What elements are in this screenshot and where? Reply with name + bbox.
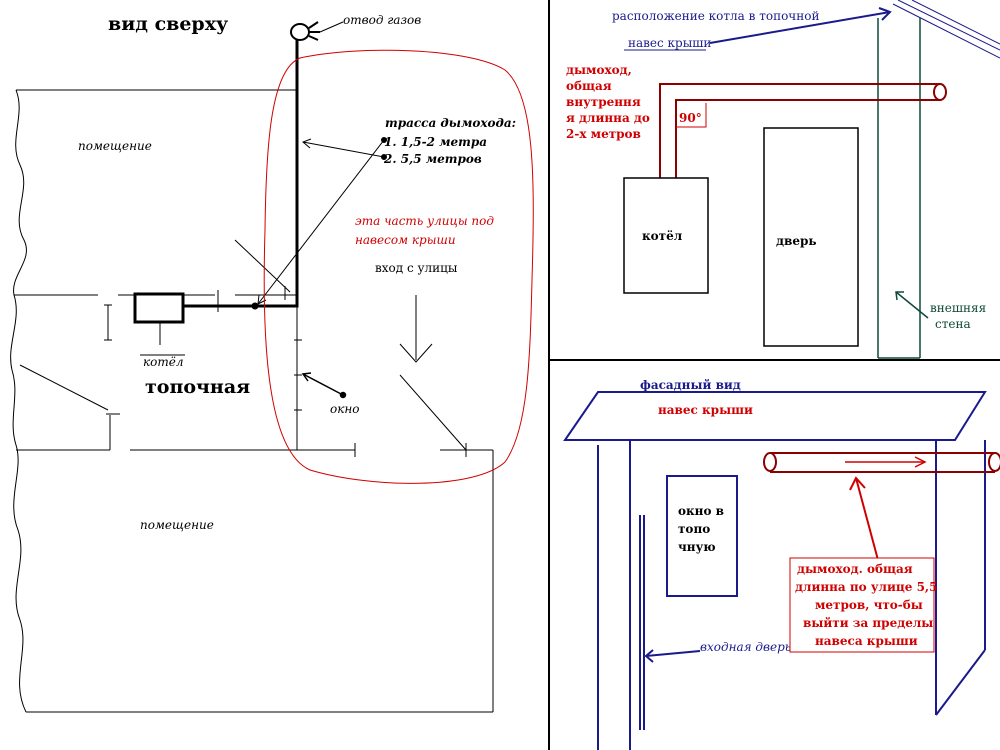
section-boiler-label: котёл xyxy=(642,229,683,243)
facade-note-line-5: навеса крыши xyxy=(815,634,918,648)
chimney-note-line-2: общая xyxy=(566,79,612,93)
wavy-boundary xyxy=(10,89,27,713)
facade-title: фасадный вид xyxy=(640,378,741,392)
boiler-room-walls xyxy=(16,295,302,451)
entry-door-label: входная дверь xyxy=(700,640,791,654)
facade-note-line-2: длинна по улице 5,5 xyxy=(795,580,937,594)
outer-wall xyxy=(877,18,921,359)
top-view-panel: вид сверху xyxy=(10,13,534,713)
upper-room-walls xyxy=(14,89,297,296)
route-title: трасса дымохода: xyxy=(385,116,516,130)
top-view-title: вид сверху xyxy=(108,13,228,35)
flow-arrow xyxy=(845,456,927,468)
facade-note-line-1: дымоход. общая xyxy=(797,562,913,576)
boiler-label: котёл xyxy=(143,355,184,369)
section-chimney-pipe xyxy=(659,83,947,178)
roof-pointer-arrow xyxy=(709,7,892,44)
gas-outlet-icon xyxy=(290,21,344,41)
facade-note-line-3: метров, что-бы xyxy=(815,598,923,612)
chimney-note-pointer xyxy=(849,476,879,561)
roof-covered-zone xyxy=(263,49,534,484)
outer-wall-label-2: стена xyxy=(935,317,971,331)
gas-outlet-label: отвод газов xyxy=(343,13,421,27)
chimney-route xyxy=(183,40,299,312)
section-roof-label: навес крыши xyxy=(628,36,711,50)
section-view-panel: расположение котла в топочной навес крыш… xyxy=(566,0,1000,359)
boiler-room-label: топочная xyxy=(145,376,250,398)
facade-window-label-2: топо xyxy=(678,522,710,536)
facade-window-label-1: окно в xyxy=(678,504,724,518)
facade-roof xyxy=(563,391,987,441)
lower-room-walls xyxy=(26,239,494,713)
section-door-label: дверь xyxy=(776,234,817,248)
route-leader-lines xyxy=(257,137,387,305)
panel-dividers xyxy=(548,0,1000,750)
outer-wall-label-1: внешняя xyxy=(930,301,986,315)
facade-window xyxy=(666,475,738,597)
window-label: окно xyxy=(330,402,360,416)
chimney-note-line-3: внутрення xyxy=(566,95,641,109)
roof-note-line-1: эта часть улицы под xyxy=(355,214,494,228)
section-title: расположение котла в топочной xyxy=(612,9,819,23)
room-label-bottom: помещение xyxy=(140,518,214,532)
chimney-note-line-1: дымоход, xyxy=(566,63,632,77)
facade-view-panel: фасадный вид навес крыши окно в топо чну… xyxy=(563,378,1000,750)
roof-note-line-2: навесом крыши xyxy=(355,233,456,247)
chimney-note-line-4: я длинна до xyxy=(566,111,650,125)
window-pointer-arrow xyxy=(301,372,347,399)
facade-chimney-note-box xyxy=(789,557,935,653)
facade-walls xyxy=(597,440,986,750)
route-item-2: 2. 5,5 метров xyxy=(383,152,482,166)
chimney-note-section: дымоход, общая внутрення я длинна до 2-х… xyxy=(566,63,650,141)
section-boiler xyxy=(623,177,709,294)
entry-door-pointer xyxy=(644,649,701,663)
entrance-arrow xyxy=(399,295,433,363)
room-label-top: помещение xyxy=(78,139,152,153)
chimney-note-line-5: 2-х метров xyxy=(566,127,641,141)
facade-chimney-pipe xyxy=(763,452,1000,473)
section-door xyxy=(763,127,859,347)
outer-wall-pointer xyxy=(895,291,929,319)
route-item-1: 1. 1,5-2 метра xyxy=(384,135,487,149)
facade-note-line-4: выйти за пределы xyxy=(803,616,933,630)
facade-window-label-3: чную xyxy=(678,540,716,554)
boiler-symbol xyxy=(133,292,185,345)
section-roof xyxy=(892,0,1000,59)
angle-label: 90° xyxy=(679,111,702,125)
entrance-label: вход с улицы xyxy=(375,261,458,275)
facade-roof-label: навес крыши xyxy=(658,403,753,417)
